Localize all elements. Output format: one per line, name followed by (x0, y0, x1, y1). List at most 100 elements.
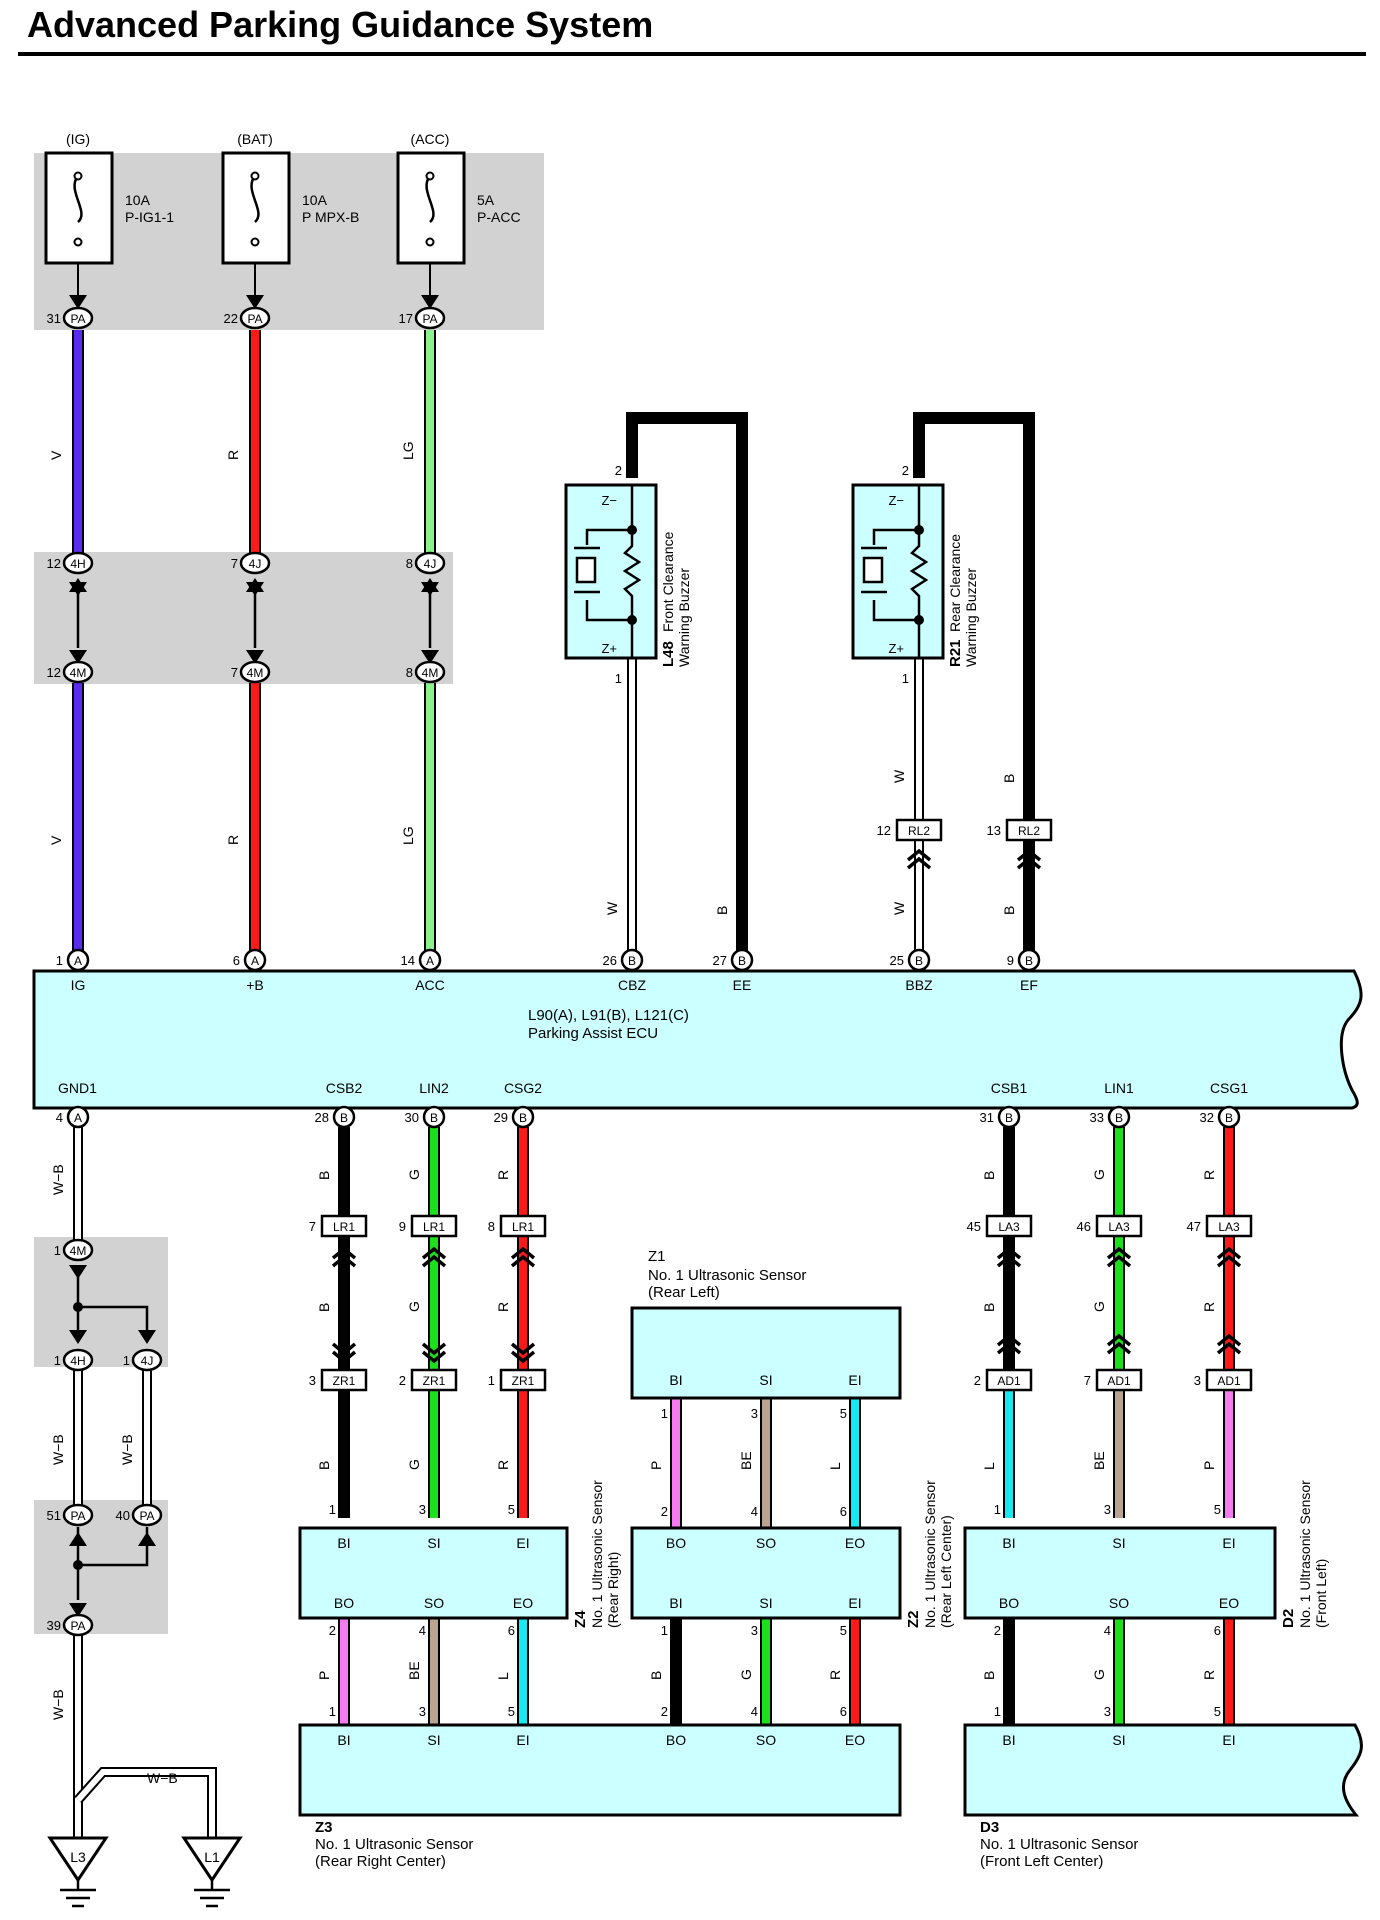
wire-color-code: G (406, 1169, 422, 1180)
plug-chevron (1216, 1246, 1242, 1260)
sensor-pin-label: SO (756, 1535, 776, 1551)
sensor-pin-label: BO (334, 1595, 354, 1611)
inline-connector-id: LA3 (1108, 1220, 1130, 1234)
buzzer-node (914, 525, 924, 535)
inline-connector-id: RL2 (1018, 824, 1040, 838)
sensor-name: No. 1 Ultrasonic Sensor (1297, 1480, 1313, 1628)
buzzer-name: Rear Clearance (947, 534, 963, 632)
junction-connector-pin: 12 (47, 665, 61, 680)
wire-color-code: R (1201, 1670, 1217, 1680)
plug-chevron (1016, 848, 1042, 862)
fuse-terminal-icon (425, 171, 435, 181)
sensor-pin: 3 (751, 1623, 758, 1638)
ecu-name: Parking Assist ECU (528, 1025, 658, 1042)
sensor-pin-label: EI (1222, 1535, 1235, 1551)
buzzer-coil-icon (909, 530, 929, 620)
sensor-pin: 2 (661, 1504, 668, 1519)
wire-color-code: R (827, 1670, 843, 1680)
sensor-pin: 1 (994, 1704, 1001, 1719)
fuse-arrow (69, 295, 87, 309)
fuse-connector-id: PA (70, 312, 85, 326)
fuse-source-label: (BAT) (237, 131, 273, 147)
sensor-z3 (298, 1723, 902, 1817)
wire-color-code: V (48, 835, 64, 845)
buzzer-node (627, 525, 637, 535)
wire-color-code: LG (400, 441, 416, 460)
sensor-z2 (630, 1526, 902, 1620)
fuse-element-icon (250, 175, 260, 223)
ecu-terminal-id: A (74, 954, 82, 968)
sensor-position: (Rear Left Center) (938, 1515, 954, 1628)
junction-connector-pin: 8 (406, 665, 413, 680)
wire-color-code: B (981, 1671, 997, 1680)
ecu-terminal-id: A (426, 954, 434, 968)
buzzer-z-plus: Z+ (601, 641, 617, 656)
buzzer-circuit (585, 600, 634, 658)
junction-arrow (138, 1330, 156, 1344)
sensor-pin-label: BI (337, 1732, 350, 1748)
buzzer-pin: 2 (615, 463, 622, 478)
inline-connector-pin: 1 (488, 1373, 495, 1388)
ecu-terminal-id: B (738, 954, 746, 968)
junction-arrow-up (138, 1532, 156, 1546)
sensor-z1 (630, 1306, 902, 1400)
junction-arrow-up (69, 1532, 87, 1546)
sensor-pin-label: BI (669, 1372, 682, 1388)
buzzer-z-minus: Z− (601, 493, 617, 508)
sensor-pin: 2 (661, 1704, 668, 1719)
junction-connector (62, 551, 94, 575)
wire-color-code: B (316, 1461, 332, 1470)
inline-connector-id: ZR1 (423, 1374, 446, 1388)
sensor-name: No. 1 Ultrasonic Sensor (589, 1480, 605, 1628)
junction-connector-id: 4J (249, 557, 262, 571)
buzzer-circuit (872, 600, 921, 658)
fuse-connector-pin: 17 (399, 311, 413, 326)
ecu-terminal-pin: 9 (1007, 953, 1014, 968)
ecu-terminal-pin: 33 (1090, 1110, 1104, 1125)
plug-chevron (1106, 1333, 1132, 1347)
wire-color-code: R (225, 835, 241, 845)
junction-connector-pin: 1 (54, 1243, 61, 1258)
ecu-terminal-pin: 26 (603, 953, 617, 968)
fuse-element-icon (73, 175, 83, 223)
fuse-source-label: (ACC) (411, 131, 450, 147)
ecu-pin-label: GND1 (58, 1080, 97, 1096)
junction-arrow-up (246, 578, 264, 592)
sensor-pin-label: SI (759, 1595, 772, 1611)
plug-chevron (1216, 1341, 1242, 1355)
junction-connector-pin: 40 (116, 1508, 130, 1523)
buzzer-ground-wire (626, 412, 748, 960)
ecu-pin-label: +B (246, 977, 264, 993)
ecu-terminal-pin: 32 (1200, 1110, 1214, 1125)
inline-connector-id: LR1 (333, 1220, 355, 1234)
inline-connector (1005, 818, 1053, 842)
buzzer-coil-icon (622, 530, 642, 620)
wire-color-code: R (1201, 1302, 1217, 1312)
ecu-terminal-pin: 1 (56, 953, 63, 968)
junction-connector-id: 4H (70, 557, 85, 571)
junction-connector-pin: 39 (47, 1618, 61, 1633)
junction-connector (62, 1613, 94, 1637)
fuse-connector (62, 306, 94, 330)
sensor-pin: 3 (419, 1704, 426, 1719)
junction-connector (62, 1503, 94, 1527)
inline-connector-pin: 2 (974, 1373, 981, 1388)
junction-arrow (69, 1330, 87, 1344)
junction-connector-pin: 12 (47, 556, 61, 571)
inline-connector-id: LA3 (1218, 1220, 1240, 1234)
wire-color-code: BE (738, 1451, 754, 1470)
fuse-arrow (421, 295, 439, 309)
sensor-pin: 1 (661, 1623, 668, 1638)
sensor-code: D2 (1280, 1609, 1297, 1628)
sensor-pin-label: SI (427, 1535, 440, 1551)
sensor-position: (Rear Right Center) (315, 1853, 446, 1870)
inline-connector-pin: 3 (1194, 1373, 1201, 1388)
sensor-code: Z1 (648, 1248, 666, 1265)
sensor-pin: 5 (840, 1623, 847, 1638)
ecu-pin-label: EF (1020, 977, 1038, 993)
inline-connector-pin: 9 (399, 1219, 406, 1234)
ecu-pin-label: CSG2 (504, 1080, 542, 1096)
sensor-pin-label: BO (666, 1732, 686, 1748)
sensor-pin-label: SO (756, 1732, 776, 1748)
junction-connector-pin: 51 (47, 1508, 61, 1523)
